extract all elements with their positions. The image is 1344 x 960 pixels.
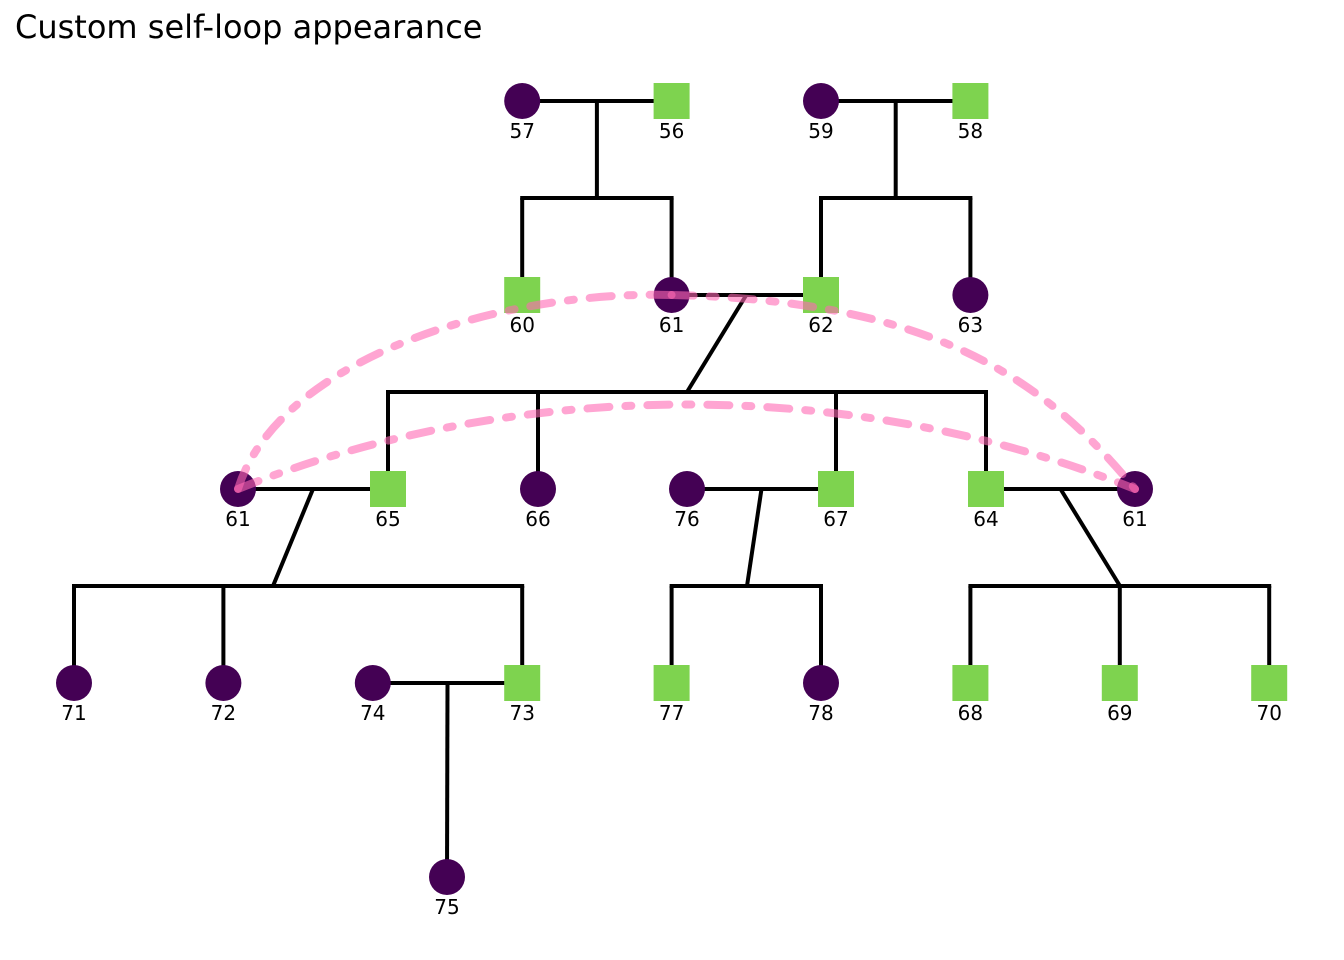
female-individual-71[interactable]	[56, 665, 92, 701]
individual-label: 56	[659, 119, 684, 143]
individual-label: 66	[525, 507, 550, 531]
male-individual-65[interactable]	[370, 471, 406, 507]
descent-line	[271, 488, 315, 587]
individual-label: 57	[509, 119, 534, 143]
individual-label: 78	[808, 701, 833, 725]
individual-label: 61	[225, 507, 250, 531]
female-individual-75[interactable]	[429, 859, 465, 895]
individual-label: 67	[823, 507, 848, 531]
female-individual-78[interactable]	[803, 665, 839, 701]
female-individual-66[interactable]	[520, 471, 556, 507]
individual-label: 65	[375, 507, 400, 531]
male-individual-69[interactable]	[1101, 665, 1138, 701]
female-individual-76[interactable]	[669, 471, 705, 507]
male-individual-58[interactable]	[952, 83, 989, 119]
descent-line	[445, 682, 450, 878]
individual-label: 62	[808, 313, 833, 337]
individual-label: 69	[1107, 701, 1132, 725]
individual-label: 74	[360, 701, 385, 725]
individual-label: 61	[1122, 507, 1147, 531]
individual-label: 64	[973, 507, 998, 531]
female-individual-74[interactable]	[354, 665, 391, 701]
female-individual-63[interactable]	[952, 277, 989, 313]
self-loop-arc	[234, 290, 676, 493]
descent-line	[1058, 487, 1122, 588]
descent-line	[685, 293, 749, 394]
male-individual-68[interactable]	[952, 665, 989, 701]
female-individual-72[interactable]	[205, 665, 242, 701]
individual-labels: 56 57 58 59 60 62 63 64 65 66 67 68 69 70 71 72 73 74 75 76…	[61, 119, 1282, 919]
descent-line	[745, 488, 764, 587]
individual-label: 59	[808, 119, 833, 143]
male-individual-56[interactable]	[653, 83, 690, 119]
individual-label: 68	[958, 701, 983, 725]
diagram-title: Custom self-loop appearance	[15, 8, 483, 46]
female-individual-59[interactable]	[803, 83, 839, 119]
female-individual-57[interactable]	[504, 83, 541, 119]
individual-label: 75	[434, 895, 459, 919]
individual-label: 71	[61, 701, 86, 725]
individual-label: 76	[674, 507, 699, 531]
individual-nodes	[56, 83, 1288, 895]
self-loop-arcs	[234, 290, 1139, 493]
individual-label: 77	[659, 701, 684, 725]
self-loop-arc	[667, 291, 1139, 493]
individual-label: 63	[958, 313, 983, 337]
individual-label: 58	[958, 119, 983, 143]
individual-label: 72	[211, 701, 236, 725]
male-individual-70[interactable]	[1251, 665, 1288, 701]
individual-label: 61	[659, 313, 684, 337]
individual-label: 73	[509, 701, 534, 725]
male-individual-64[interactable]	[968, 471, 1004, 507]
individual-label: 70	[1256, 701, 1281, 725]
individual-label: 60	[509, 313, 534, 337]
male-individual-73[interactable]	[504, 665, 541, 701]
self-loop-arc	[234, 400, 1139, 493]
male-individual-77[interactable]	[653, 665, 690, 701]
male-individual-67[interactable]	[818, 471, 854, 507]
